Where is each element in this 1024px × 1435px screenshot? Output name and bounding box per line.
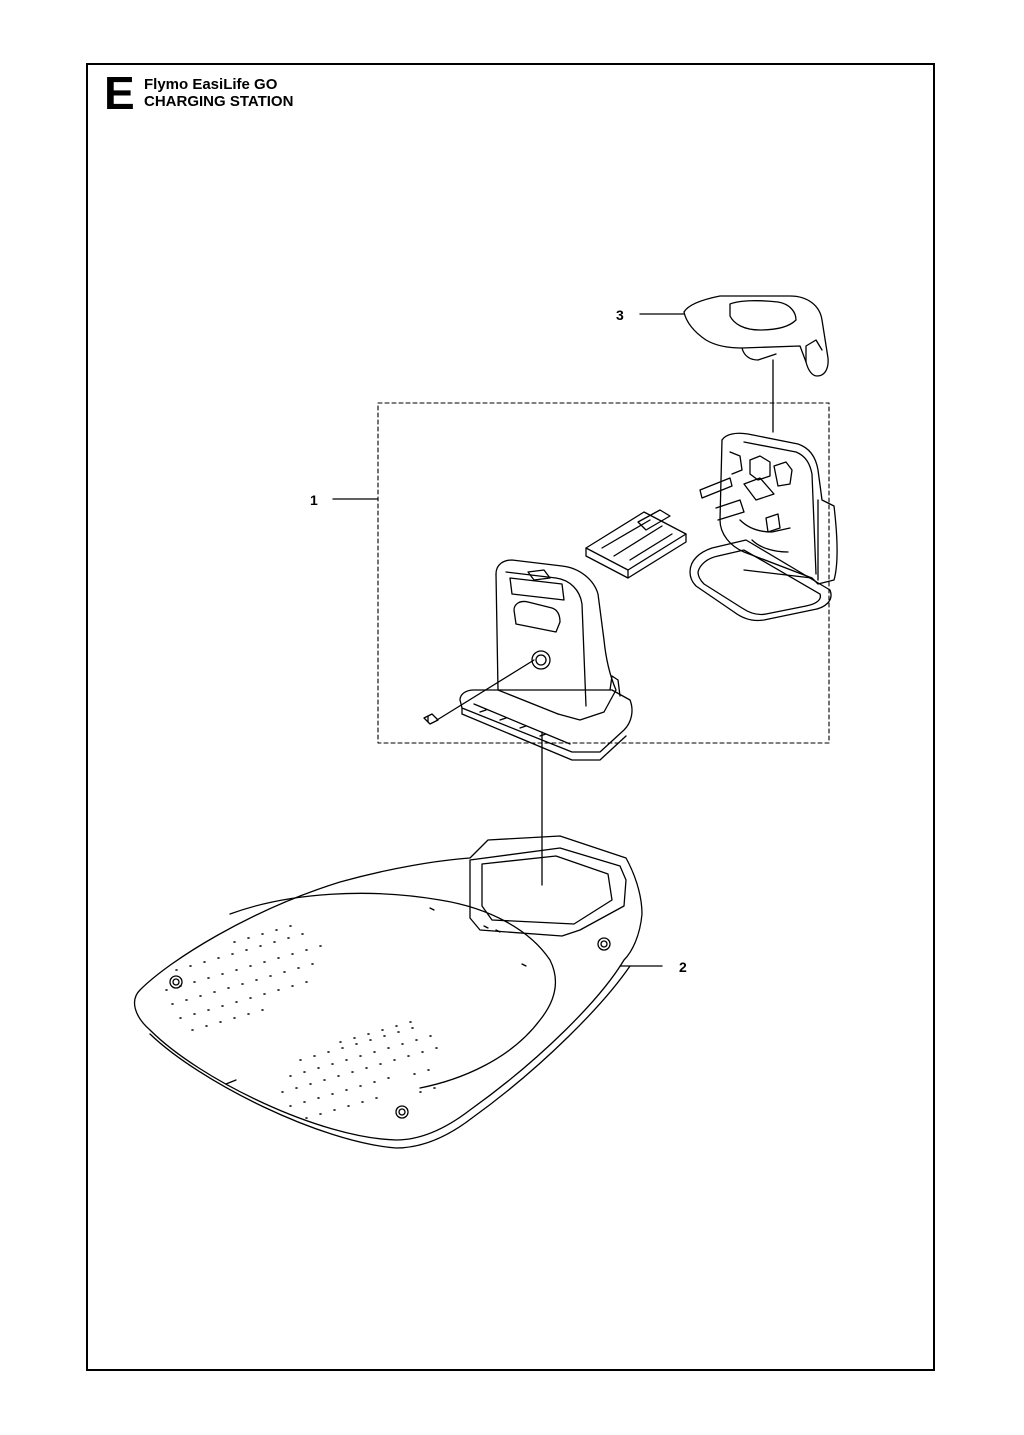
charging-station-body: [423, 559, 633, 761]
section-letter: E: [104, 67, 135, 119]
leader-lines: [332, 313, 774, 967]
drawing-frame: [86, 63, 935, 1371]
contact-plate: [585, 509, 687, 579]
callout-3: 3: [616, 307, 624, 323]
base-plate-part: [133, 835, 643, 1149]
callout-1: 1: [310, 492, 318, 508]
charging-head-housing: [689, 432, 838, 622]
assembly-boundary: [377, 402, 830, 744]
assembly-title: CHARGING STATION: [144, 93, 294, 110]
callout-2: 2: [679, 959, 687, 975]
perforation-pattern: [165, 925, 438, 1119]
top-cover-part: [683, 295, 829, 377]
model-title: Flymo EasiLife GO: [144, 76, 278, 93]
